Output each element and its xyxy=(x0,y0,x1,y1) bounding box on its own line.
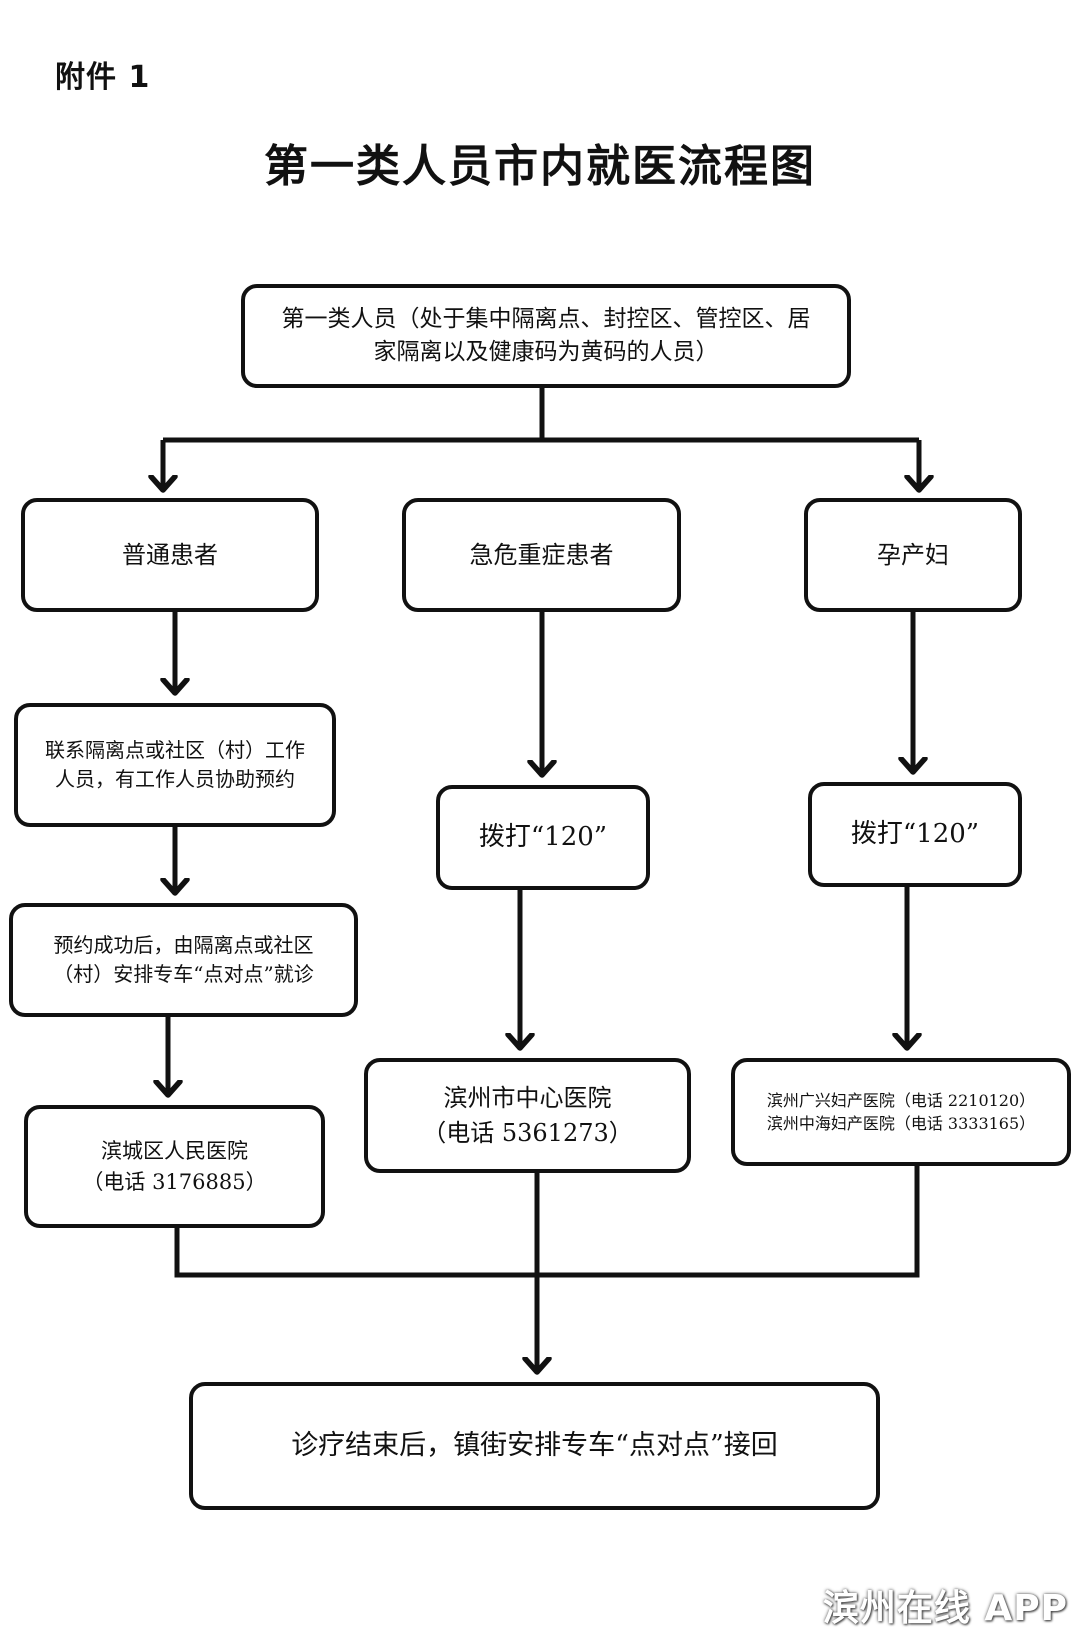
app-watermark: 滨州在线 APP xyxy=(822,1588,1068,1629)
regular-patient-label: 普通患者 xyxy=(122,540,218,569)
pregnant-box: 孕产妇 xyxy=(804,498,1022,612)
first-category-line1: 第一类人员（处于集中隔离点、封控区、管控区、居 xyxy=(281,305,811,332)
emergency-call-box: 拨打“120” xyxy=(436,785,650,890)
binchen-hospital-name: 滨城区人民医院 xyxy=(101,1139,248,1164)
attachment-label: 附件 1 xyxy=(55,60,151,95)
regular-booking-line2: （村）安排专车“点对点”就诊 xyxy=(53,962,314,986)
pregnant-call-box: 拨打“120” xyxy=(808,782,1022,887)
maternity-hospital-1: 滨州广兴妇产医院（电话 2210120） xyxy=(766,1090,1036,1110)
first-category-box: 第一类人员（处于集中隔离点、封控区、管控区、居 家隔离以及健康码为黄码的人员） xyxy=(241,284,851,388)
return-pickup-box: 诊疗结束后，镇街安排专车“点对点”接回 xyxy=(189,1382,880,1510)
emergency-call-label: 拨打“120” xyxy=(478,821,608,852)
regular-booking-line1: 预约成功后，由隔离点或社区 xyxy=(53,933,314,957)
regular-contact-line2: 人员，有工作人员协助预约 xyxy=(55,767,295,791)
binchen-hospital-box: 滨城区人民医院 （电话 3176885） xyxy=(24,1105,325,1228)
pregnant-call-label: 拨打“120” xyxy=(850,818,980,849)
central-hospital-box: 滨州市中心医院 （电话 5361273） xyxy=(364,1058,691,1173)
binchen-hospital-phone: （电话 3176885） xyxy=(82,1169,267,1194)
emergency-patient-box: 急危重症患者 xyxy=(402,498,681,612)
page-title: 第一类人员市内就医流程图 xyxy=(264,141,816,192)
regular-contact-line1: 联系隔离点或社区（村）工作 xyxy=(45,738,305,762)
regular-booking-box: 预约成功后，由隔离点或社区 （村）安排专车“点对点”就诊 xyxy=(9,903,358,1017)
return-pickup-label: 诊疗结束后，镇街安排专车“点对点”接回 xyxy=(291,1430,778,1462)
maternity-hospital-2: 滨州中海妇产医院（电话 3333165） xyxy=(766,1114,1036,1133)
central-hospital-name: 滨州市中心医院 xyxy=(443,1083,612,1112)
central-hospital-phone: （电话 5361273） xyxy=(422,1118,633,1147)
pregnant-label: 孕产妇 xyxy=(877,540,949,569)
maternity-hospitals-box: 滨州广兴妇产医院（电话 2210120） 滨州中海妇产医院（电话 3333165… xyxy=(731,1058,1071,1166)
connector-bottom-merge xyxy=(174,1166,920,1278)
first-category-line2: 家隔离以及健康码为黄码的人员） xyxy=(373,339,719,365)
regular-patient-box: 普通患者 xyxy=(21,498,319,612)
emergency-patient-label: 急危重症患者 xyxy=(469,540,614,569)
regular-contact-box: 联系隔离点或社区（村）工作 人员，有工作人员协助预约 xyxy=(14,703,336,827)
